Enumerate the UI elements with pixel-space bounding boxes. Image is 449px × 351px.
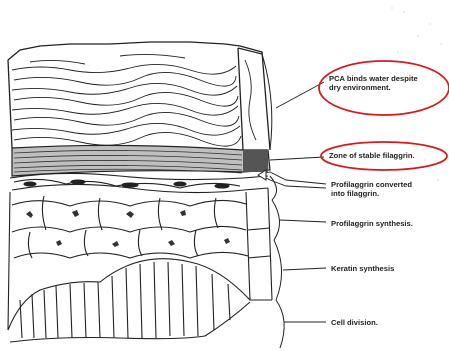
basal-layer <box>8 259 272 342</box>
label-stable-line-1: Zone of stable filaggrin. <box>329 151 415 160</box>
spinous-layer <box>8 188 272 330</box>
label-keratin-line-1: Keratin synthesis <box>331 264 394 273</box>
stable-filaggrin-band <box>12 145 270 176</box>
label-stable-filaggrin: Zone of stable filaggrin. <box>329 151 415 160</box>
label-synthesis-line-1: Profilaggrin synthesis. <box>331 219 413 228</box>
label-converted-line-2: into filaggrin. <box>331 189 412 198</box>
granular-layer <box>10 173 268 192</box>
label-pca-line-2: dry environment. <box>329 83 418 92</box>
label-keratin-synthesis: Keratin synthesis <box>331 264 394 273</box>
label-converted-line-1: Profilaggrin converted <box>331 180 412 189</box>
label-pca: PCA binds water despite dry environment. <box>329 74 418 92</box>
label-division-line-1: Cell division. <box>331 318 378 327</box>
label-cell-division: Cell division. <box>331 318 378 327</box>
label-profilaggrin-converted: Profilaggrin converted into filaggrin. <box>331 180 412 198</box>
stratum-corneum <box>8 42 270 150</box>
label-profilaggrin-synthesis: Profilaggrin synthesis. <box>331 219 413 228</box>
label-pca-line-1: PCA binds water despite <box>329 74 418 83</box>
